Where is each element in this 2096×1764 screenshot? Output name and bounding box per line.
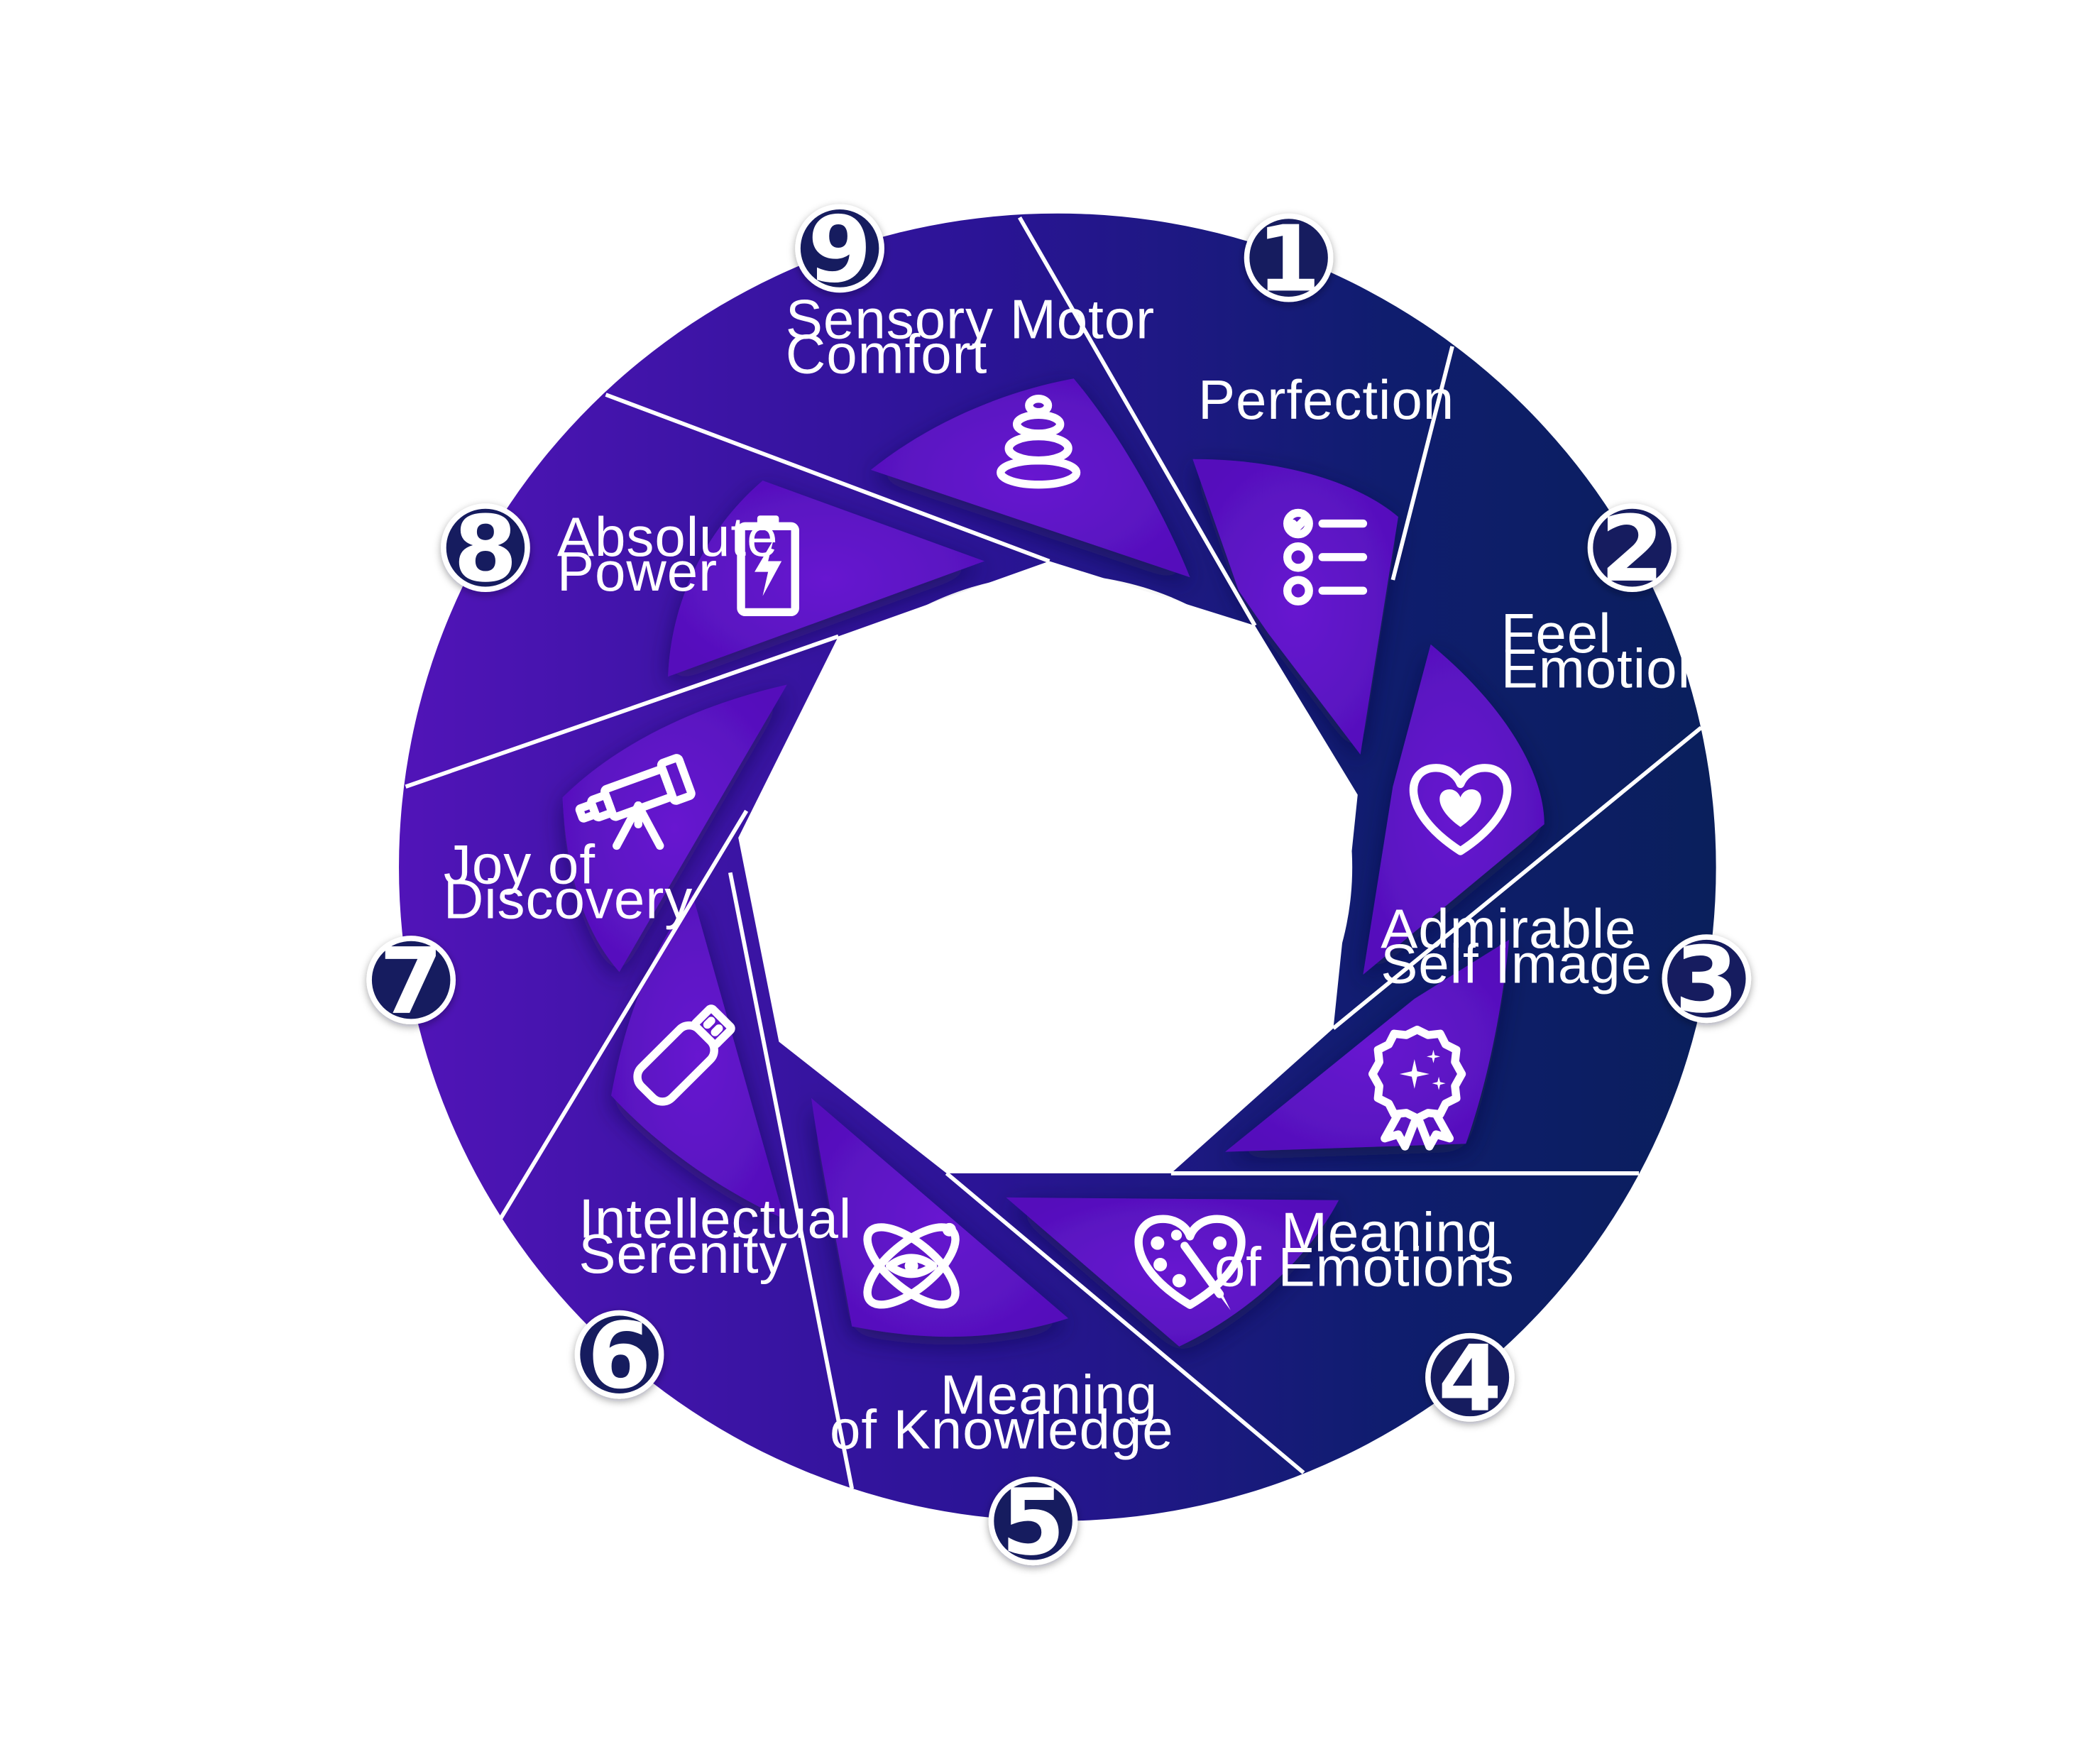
paint-palette-icon	[1134, 1215, 1246, 1310]
number-badge-2: 2	[1587, 496, 1677, 603]
segment-label-3: Admirable Self Image	[1381, 899, 1652, 995]
segment-label-5: Meaning of Knowledge	[830, 1365, 1174, 1461]
center-white-opening	[738, 561, 1358, 1173]
segment-label-1: Perfection	[1198, 370, 1454, 431]
badge-number: 6	[587, 1303, 651, 1409]
segment-label-4: Meaning of Emotions	[1214, 1203, 1515, 1298]
number-badge-1: 1	[1244, 207, 1334, 312]
number-badge-6: 6	[574, 1303, 664, 1409]
segment-divider-9	[605, 393, 1050, 564]
battery-icon	[737, 515, 799, 617]
badge-number: 5	[1001, 1469, 1065, 1575]
segment-label-9: Sensory Motor Comfort	[786, 290, 1171, 385]
stacked-stones-icon	[997, 395, 1081, 489]
segment-label-2: Feel Emotion	[1501, 603, 1709, 699]
segment-divider-5	[945, 1171, 1305, 1474]
aperture-blade-4	[1006, 1197, 1339, 1347]
number-badge-4: 4	[1425, 1326, 1515, 1432]
divider-layer	[405, 216, 1703, 1489]
badge-layer: 1 2 3 4 5 6 7 8	[366, 197, 1752, 1576]
badge-number: 9	[808, 197, 872, 303]
aperture-blade-6	[611, 894, 784, 1220]
segment-divider-3	[1332, 725, 1703, 1030]
heart-icon	[1409, 764, 1512, 855]
segment-divider-1	[1018, 216, 1257, 627]
badge-number: 4	[1438, 1326, 1502, 1432]
center-opening	[738, 561, 1358, 1173]
segment-label-7: Joy of Discovery	[444, 835, 693, 931]
aperture-blade-7	[562, 684, 787, 973]
segment-divider-8	[405, 634, 840, 789]
label-layer: Perfection Feel Emotion Admirable Self I…	[444, 290, 1709, 1461]
badge-number: 2	[1600, 496, 1664, 602]
badge-number: 3	[1674, 927, 1738, 1033]
number-badge-9: 9	[795, 197, 884, 303]
aperture-blade-3	[1225, 939, 1510, 1152]
aperture-blade-9	[870, 378, 1190, 578]
badge-number: 7	[379, 928, 443, 1034]
usb-drive-icon	[633, 1004, 735, 1106]
aperture-blade-1	[1192, 459, 1398, 755]
blade-layer	[562, 378, 1544, 1347]
number-badge-3: 3	[1662, 927, 1752, 1034]
checklist-icon	[1283, 508, 1368, 606]
segment-divider-2	[1390, 346, 1454, 581]
segment-label-8: Absolute Power	[557, 507, 794, 603]
number-badge-8: 8	[441, 496, 530, 603]
badge-number: 1	[1257, 207, 1321, 312]
icon-layer	[575, 395, 1512, 1310]
number-badge-7: 7	[366, 928, 456, 1035]
segment-divider-6	[728, 872, 855, 1489]
award-ribbon-icon	[1368, 1025, 1466, 1151]
atom-eye-icon	[863, 1222, 960, 1309]
telescope-icon	[575, 754, 696, 850]
badge-number: 8	[454, 496, 517, 602]
segment-divider-7	[498, 809, 749, 1220]
segment-label-6: Intellectual Serenity	[578, 1189, 867, 1285]
number-badge-5: 5	[988, 1469, 1078, 1576]
